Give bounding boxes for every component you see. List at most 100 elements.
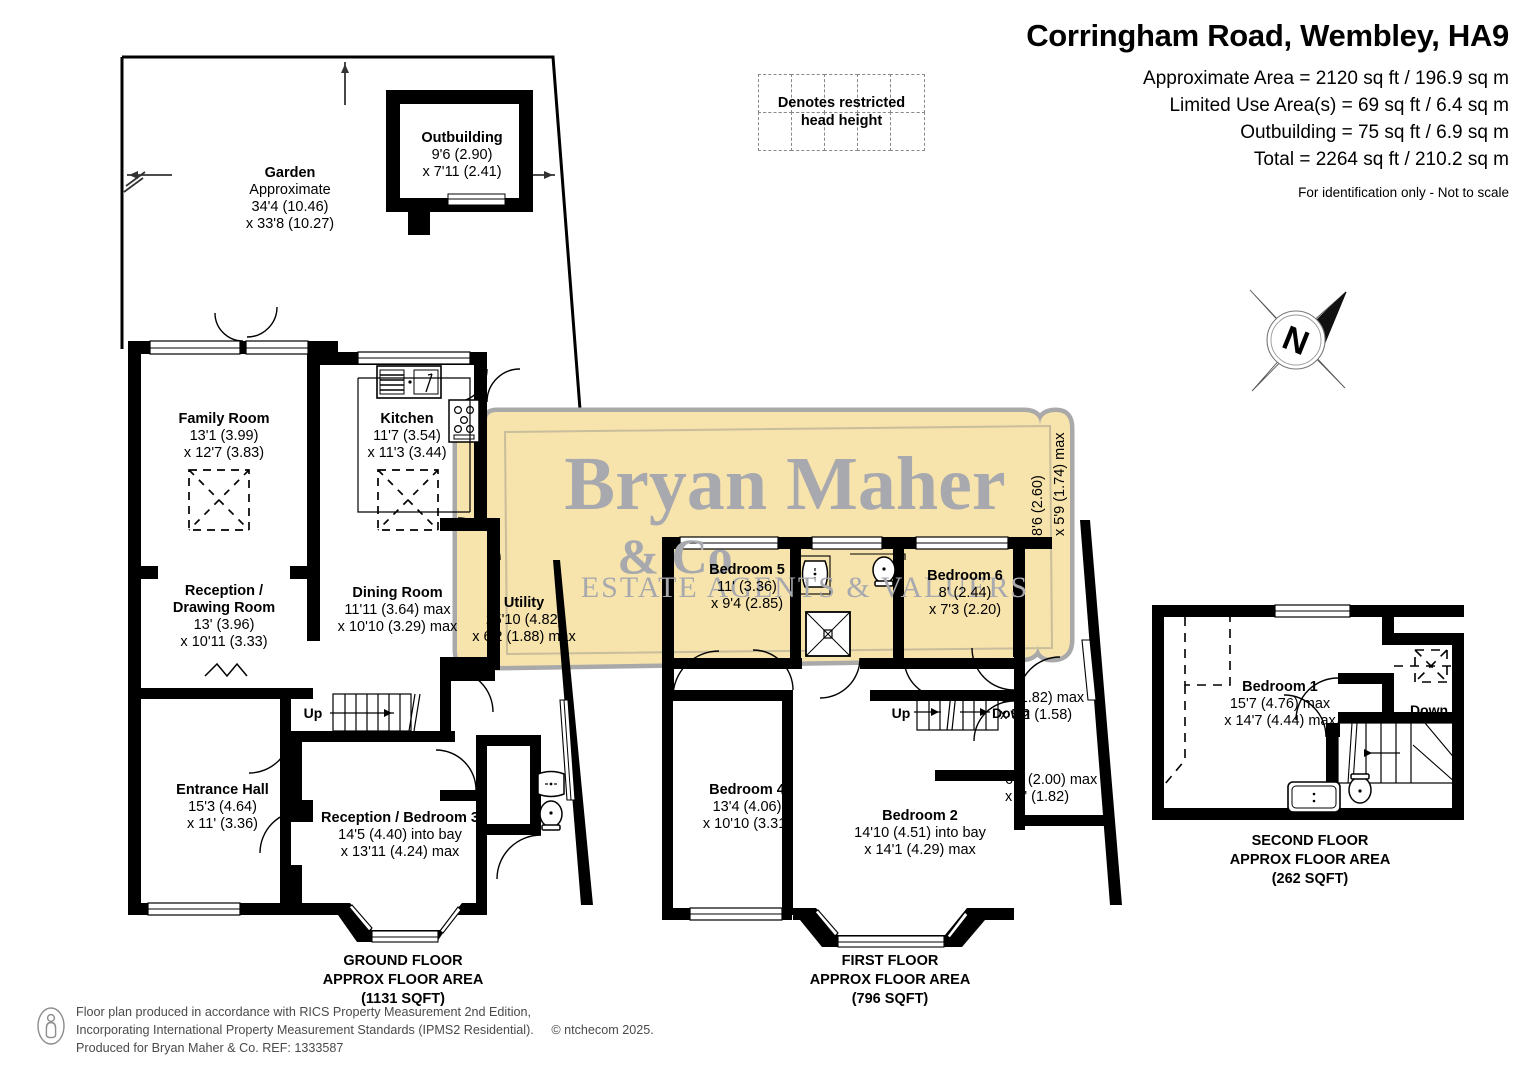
footer-line-2: Incorporating International Property Mea…: [76, 1022, 534, 1037]
landing-ff-d2: x 5'2 (1.58): [1000, 707, 1073, 724]
stair-label-ground-up: Up: [303, 705, 323, 721]
second-floor-stairs: [1337, 722, 1457, 784]
legend-line-1: Denotes restricted: [777, 95, 906, 112]
footer-line-1: Floor plan produced in accordance with R…: [76, 1005, 532, 1019]
room-label-bedroom5: Bedroom 5 11' (3.36) x 9'4 (2.85): [682, 562, 812, 613]
bedroom1-d1: 15'7 (4.76) max: [1229, 696, 1331, 713]
room-label-kitchen: Kitchen 11'7 (3.54) x 11'3 (3.44): [333, 411, 481, 462]
utility-d2: x 6'2 (1.88) max: [472, 629, 576, 646]
garden-name: Garden: [264, 165, 316, 181]
room-label-garden: Garden Approximate 34'4 (10.46) x 33'8 (…: [210, 165, 370, 233]
stair-label-first-up: Up: [891, 705, 911, 721]
ground-caption-3: (1131 SQFT): [361, 990, 445, 1007]
area-summary: Approximate Area = 2120 sq ft / 196.9 sq…: [1143, 66, 1509, 174]
landing-ff-d1: 6' (1.82) max: [1000, 690, 1085, 706]
bedroom4-name: Bedroom 4: [709, 782, 785, 798]
family-d2: x 12'7 (3.83): [183, 445, 265, 462]
area-line-limited-use: Limited Use Area(s) = 69 sq ft / 6.4 sq …: [1169, 94, 1509, 116]
room-label-outbuilding: Outbuilding 9'6 (2.90) x 7'11 (2.41): [388, 130, 536, 181]
scale-disclaimer: For identification only - Not to scale: [1298, 185, 1509, 200]
dining-d2: x 10'10 (3.29) max: [337, 619, 458, 636]
legend-label: Denotes restricted head height: [758, 74, 925, 151]
bedroom6-name: Bedroom 6: [927, 568, 1003, 584]
outbuilding-name: Outbuilding: [421, 130, 503, 146]
wc-fixtures: [537, 770, 565, 831]
bedroom6-d1: 8' (2.44): [938, 585, 992, 602]
garden-outline: [120, 55, 592, 541]
utility-name: Utility: [503, 595, 545, 611]
ground-floor-windows: [147, 340, 576, 943]
dining-name: Dining Room: [352, 585, 443, 601]
room-label-reception-drawing: Reception / Drawing Room 13' (3.96) x 10…: [140, 583, 308, 651]
bedroom5-d1: 11' (3.36): [717, 579, 777, 596]
floor-caption-second: SECOND FLOOR APPROX FLOOR AREA (262 SQFT…: [1186, 832, 1434, 889]
footer-line-2-wrap: Incorporating International Property Mea…: [76, 1022, 654, 1040]
bath-ff-d2: x 6' (1.82): [1005, 789, 1070, 806]
ground-caption-2: APPROX FLOOR AREA: [322, 971, 484, 988]
reception-name: Reception /: [184, 583, 264, 599]
garden-d3: x 33'8 (10.27): [245, 216, 335, 233]
page-title: Corringham Road, Wembley, HA9: [1026, 18, 1509, 53]
room-label-bedroom4: Bedroom 4 13'4 (4.06) x 10'10 (3.31): [672, 782, 822, 833]
first-floor-stairs: [914, 692, 999, 731]
second-caption-2: APPROX FLOOR AREA: [1229, 851, 1391, 868]
watermark-line-1: Bryan Maher: [564, 442, 1006, 526]
room-label-family-room: Family Room 13'1 (3.99) x 12'7 (3.83): [143, 411, 305, 462]
first-floor-walls: [662, 520, 1122, 948]
second-caption-1: SECOND FLOOR: [1251, 833, 1369, 849]
garden-dimension-marks: [123, 62, 555, 193]
first-floor-doors: [672, 647, 1061, 742]
room-label-utility: Utility 15'10 (4.82) x 6'2 (1.88) max: [450, 595, 598, 646]
area-line-approximate: Approximate Area = 2120 sq ft / 196.9 sq…: [1143, 68, 1509, 89]
first-caption-1: FIRST FLOOR: [841, 953, 939, 969]
outbuilding-d1: 9'6 (2.90): [431, 147, 493, 164]
watermark-line-2: & Co: [617, 528, 733, 584]
dimension-label-first-floor-bathroom: 6'7 (2.00) max x 6' (1.82): [1005, 772, 1140, 806]
bedroom5-d2: x 9'4 (2.85): [710, 596, 784, 613]
bedroom4-d1: 13'4 (4.06): [712, 799, 782, 816]
bedroom2-name: Bedroom 2: [882, 808, 958, 824]
room-label-bedroom6: Bedroom 6 8' (2.44) x 7'3 (2.20): [905, 568, 1025, 619]
stair-label-first-down: Down: [991, 705, 1031, 721]
floor-caption-ground: GROUND FLOOR APPROX FLOOR AREA (1131 SQF…: [283, 952, 523, 1009]
reception-name2: Drawing Room: [172, 600, 276, 617]
room-label-reception-bedroom3: Reception / Bedroom 3 14'5 (4.40) into b…: [290, 810, 510, 861]
kitchen-d2: x 11'3 (3.44): [367, 445, 447, 462]
area-line-outbuilding: Outbuilding = 75 sq ft / 6.9 sq m: [1240, 121, 1509, 143]
person-icon: [37, 1007, 65, 1045]
garden-d1: Approximate: [249, 182, 331, 199]
bedroom6-d2: x 7'3 (2.20): [928, 602, 1002, 619]
room-label-entrance-hall: Entrance Hall 15'3 (4.64) x 11' (3.36): [140, 782, 305, 833]
bedroom1-d2: x 14'7 (4.44) max: [1224, 713, 1336, 730]
bedroom3-d1: 14'5 (4.40) into bay: [338, 827, 462, 844]
footer-copyright: © ntchecom 2025.: [551, 1022, 654, 1037]
watermark-line-3: ESTATE AGENTS & VALUERS: [580, 571, 1030, 604]
room-label-dining-room: Dining Room 11'11 (3.64) max x 10'10 (3.…: [305, 585, 490, 636]
room-label-bedroom2: Bedroom 2 14'10 (4.51) into bay x 14'1 (…: [810, 808, 1030, 859]
bedroom3-d2: x 13'11 (4.24) max: [340, 844, 460, 861]
bedroom1-name: Bedroom 1: [1242, 679, 1318, 695]
head-height-marker: [188, 469, 439, 531]
second-floor-eaves: [1159, 617, 1464, 791]
second-floor-doors: [1283, 677, 1339, 738]
utility-d1: 15'10 (4.82): [485, 612, 563, 629]
ground-stairs: [330, 693, 421, 732]
legend-cell: [890, 112, 925, 151]
floor-caption-first: FIRST FLOOR APPROX FLOOR AREA (796 SQFT): [770, 952, 1010, 1009]
room-label-bedroom1: Bedroom 1 15'7 (4.76) max x 14'7 (4.44) …: [1180, 679, 1380, 730]
dimension-label-first-floor-landing: 6' (1.82) max x 5'2 (1.58): [1000, 690, 1130, 724]
ensuite-ff-d1: 8'6 (2.60): [1030, 475, 1046, 536]
kitchen-d1: 11'7 (3.54): [373, 428, 441, 445]
first-floor-windows: [679, 536, 1103, 948]
bedroom2-d1: 14'10 (4.51) into bay: [854, 825, 986, 842]
reception-d1: 13' (3.96): [193, 617, 255, 634]
dining-d1: 11'11 (3.64) max: [344, 602, 451, 619]
ground-caption-1: GROUND FLOOR: [343, 953, 463, 969]
entrance-d1: 15'3 (4.64): [188, 799, 257, 816]
outbuilding-d2: x 7'11 (2.41): [422, 164, 502, 181]
first-floor-bathroom-fixtures: [799, 553, 906, 657]
dimension-label-first-floor-ensuite-2: x 5'9 (1.74) max: [1052, 432, 1068, 536]
second-caption-3: (262 SQFT): [1271, 870, 1349, 887]
